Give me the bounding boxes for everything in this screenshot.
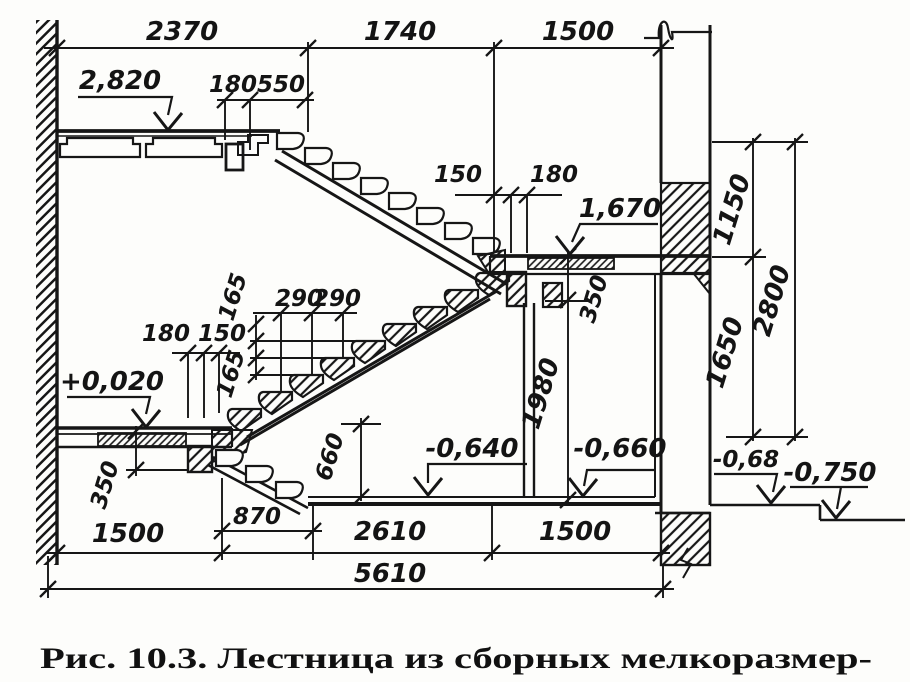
dim-top-2370: 2370 (146, 17, 218, 47)
landing-screed-hatch (527, 257, 615, 270)
basement-pit (308, 303, 661, 506)
step-hatched (412, 305, 449, 331)
floor-screed-hatch (97, 432, 187, 447)
dim-bot-2610: 2610 (354, 517, 426, 547)
level-outside-0750: -0,750 (783, 458, 876, 488)
lower-flight (226, 271, 511, 447)
elevation-arrow-icon (755, 483, 787, 505)
dim-mid-180: 180 (530, 162, 578, 188)
step-hatched (257, 390, 294, 416)
dim-slab-350-mid: 350 (575, 272, 614, 326)
step (303, 146, 333, 166)
elevation-leader (582, 468, 655, 487)
figure-caption: Рис. 10.3. Лестница из сборных мелкоразм… (40, 642, 872, 675)
step (244, 464, 274, 484)
pier-break-icon (679, 547, 693, 579)
step-hatched (350, 339, 387, 365)
floor-beam-block (186, 444, 214, 474)
mid-landing (476, 248, 710, 309)
step (359, 176, 389, 196)
dim-off-180: 180 (142, 321, 190, 347)
step-hatched (319, 356, 356, 382)
level-ground: +0,020 (60, 367, 164, 397)
level-upper-floor: 2,820 (79, 66, 161, 96)
step (415, 206, 445, 226)
dim-off-150: 150 (198, 321, 246, 347)
level-mid-landing: 1,670 (579, 194, 661, 224)
step-hatched (381, 322, 418, 348)
dim-bot-1500a: 1500 (92, 519, 164, 549)
elevation-leader (78, 95, 174, 116)
step-hatched (226, 407, 263, 433)
elevation-leader (570, 222, 658, 243)
hollow-core-panel (58, 136, 142, 159)
elevation-marks (67, 95, 868, 520)
dim-660: 660 (311, 430, 350, 484)
stringer-line (274, 158, 502, 296)
step (274, 480, 304, 500)
dim-bot-5610: 5610 (354, 559, 426, 589)
stringer-line (207, 463, 301, 516)
level-pit: -0,660 (573, 434, 666, 464)
stringer-line (281, 149, 509, 287)
step (387, 191, 417, 211)
dim-bot-870: 870 (233, 504, 281, 530)
dim-tread-290a: 290 (275, 286, 323, 312)
elevation-arrow-icon (820, 498, 852, 520)
dim-right-2800: 2800 (747, 262, 797, 340)
right-wall (644, 20, 905, 579)
hollow-core-panel (144, 136, 224, 159)
dim-rise-165-upper: 165 (214, 270, 253, 324)
step-hatched (288, 373, 325, 399)
elevation-leader (714, 472, 779, 493)
level-basement: -0,640 (425, 434, 518, 464)
foundation-pier-hatch (659, 511, 712, 567)
landing-beam-block (224, 142, 245, 172)
dim-bot-1500b: 1500 (539, 517, 611, 547)
dim-beam-180: 180 (209, 72, 257, 98)
flight-landing-hatch (476, 248, 506, 273)
step (214, 448, 244, 468)
wall-break-icon (644, 20, 712, 41)
step-hatched (474, 271, 511, 297)
left-wall-hatch (36, 20, 57, 565)
step (331, 161, 361, 181)
stringer-line (239, 297, 491, 447)
elevation-arrow-icon (554, 234, 586, 256)
basement-flight (207, 448, 309, 516)
landing-edge-piece (237, 134, 269, 156)
elevation-leader (790, 485, 868, 510)
left-wall (36, 20, 59, 565)
level-outside-068: -0,68 (713, 447, 779, 473)
step (443, 221, 473, 241)
dim-right-1650: 1650 (700, 314, 750, 392)
dim-tread-290b: 290 (313, 286, 361, 312)
step-hatched (443, 288, 480, 314)
dimensions (38, 38, 808, 599)
landing-support-block (505, 270, 528, 308)
landing-support-block (541, 281, 564, 309)
dim-right-1150: 1150 (707, 171, 757, 249)
elevation-leader (426, 462, 527, 483)
wall-hatch-wedge (691, 273, 711, 297)
elevation-leader (67, 395, 152, 415)
dim-top-1740: 1740 (364, 17, 436, 47)
upper-flight (274, 131, 509, 296)
dim-slab-350-left: 350 (86, 458, 125, 512)
dim-top-1500: 1500 (542, 17, 614, 47)
dim-offset-550: 550 (257, 72, 305, 98)
ground-floor-slab (57, 426, 254, 474)
step (275, 131, 305, 151)
wall-hatch (659, 181, 712, 275)
stringer-line (246, 289, 498, 439)
upper-floor-slab (57, 129, 280, 172)
dim-mid-150: 150 (434, 162, 482, 188)
